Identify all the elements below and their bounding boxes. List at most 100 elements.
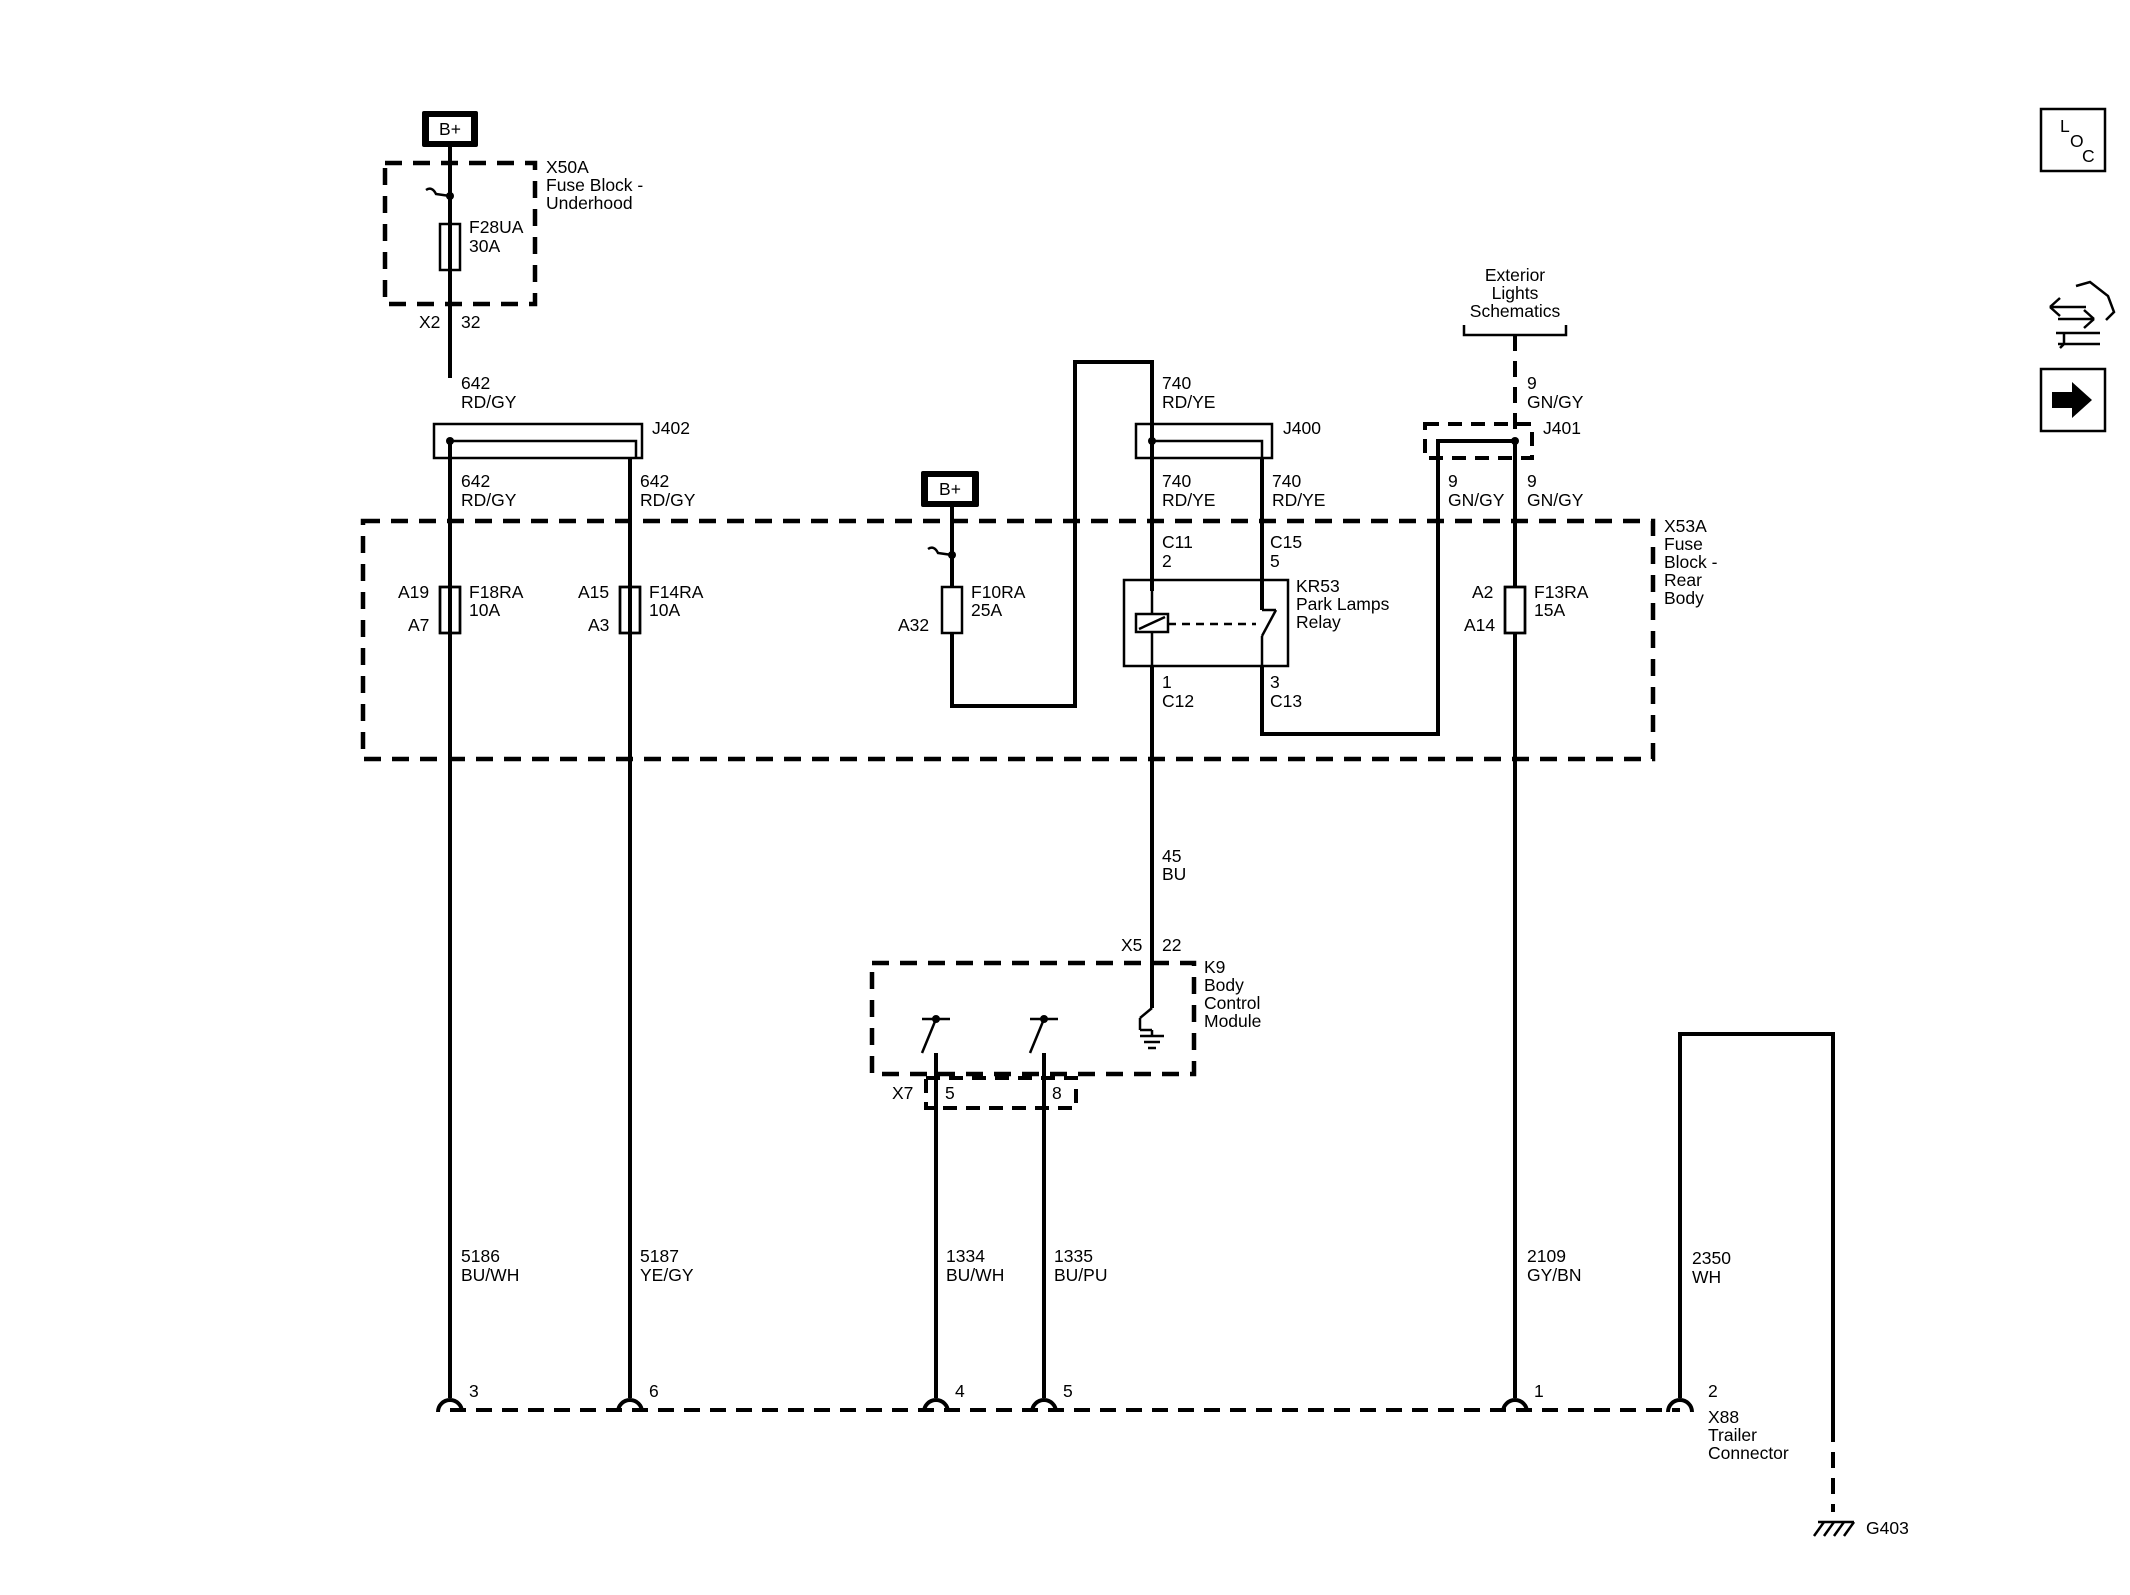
svg-text:C: C [2082, 146, 2095, 166]
svg-text:9: 9 [1527, 373, 1537, 393]
svg-text:22: 22 [1162, 935, 1181, 955]
svg-text:YE/GY: YE/GY [640, 1265, 694, 1285]
svg-text:Block -: Block - [1664, 552, 1718, 572]
svg-text:A7: A7 [408, 615, 429, 635]
fuse-f13ra-body [1503, 585, 1527, 635]
svg-text:C12: C12 [1162, 691, 1194, 711]
wire-2350 [1678, 1032, 1835, 1426]
splice-j400: 740 RD/YE J400 740 RD/YE 740 RD/YE [1134, 373, 1325, 510]
svg-text:10A: 10A [469, 600, 500, 620]
svg-text:2109: 2109 [1527, 1246, 1566, 1266]
svg-text:K9: K9 [1204, 957, 1225, 977]
connector-tool-icon [2049, 280, 2116, 349]
svg-text:RD/YE: RD/YE [1272, 490, 1325, 510]
splice-j401: J401 9 GN/GY 9 GN/GY [1423, 418, 1584, 510]
svg-text:1: 1 [1534, 1381, 1544, 1401]
svg-text:RD/YE: RD/YE [1162, 490, 1215, 510]
svg-text:WH: WH [1692, 1267, 1721, 1287]
svg-text:5: 5 [1063, 1381, 1073, 1401]
loc-button[interactable]: L O C [2039, 107, 2107, 173]
battery-terminal-top: B+ [422, 111, 478, 147]
exterior-lights-reference: Exterior Lights Schematics 9 GN/GY [1462, 265, 1584, 441]
svg-text:2350: 2350 [1692, 1248, 1731, 1268]
battery-terminal-rear: B+ [921, 471, 979, 586]
svg-text:RD/GY: RD/GY [461, 392, 517, 412]
svg-text:C15: C15 [1270, 532, 1302, 552]
svg-text:A19: A19 [398, 582, 429, 602]
fuse-f14ra-body [618, 585, 642, 635]
svg-text:Underhood: Underhood [546, 193, 633, 213]
svg-text:10A: 10A [649, 600, 680, 620]
connector-info-button[interactable] [2049, 280, 2116, 349]
svg-text:Body: Body [1664, 588, 1704, 608]
svg-text:1334: 1334 [946, 1246, 985, 1266]
svg-text:9: 9 [1527, 471, 1537, 491]
underhood-fuse-block: F28UA 30A X50A Fuse Block - Underhood X2… [382, 147, 643, 378]
body-control-module: X5 22 K9 Body Control Module X7 5 8 [869, 935, 1261, 1110]
svg-text:5: 5 [945, 1083, 955, 1103]
svg-text:GN/GY: GN/GY [1527, 392, 1584, 412]
svg-text:Body: Body [1204, 975, 1244, 995]
splice-j402: 642 RD/GY J402 642 RD/GY 642 RD/GY [432, 373, 696, 510]
wire-f10ra-to-j400 [950, 360, 1154, 708]
svg-text:642: 642 [461, 373, 490, 393]
svg-text:RD/GY: RD/GY [640, 490, 696, 510]
svg-text:F13RA: F13RA [1534, 582, 1589, 602]
svg-text:X53A: X53A [1664, 516, 1707, 536]
park-lamps-relay: C11 2 C15 5 KR53 Park Lamps Relay 1 C12 … [1122, 441, 1390, 711]
svg-text:KR53: KR53 [1296, 576, 1340, 596]
svg-text:BU: BU [1162, 864, 1186, 884]
svg-text:X7: X7 [892, 1083, 913, 1103]
svg-text:5186: 5186 [461, 1246, 500, 1266]
svg-text:3: 3 [1270, 672, 1280, 692]
svg-text:5187: 5187 [640, 1246, 679, 1266]
svg-text:Control: Control [1204, 993, 1260, 1013]
svg-text:X88: X88 [1708, 1407, 1739, 1427]
svg-text:BU/WH: BU/WH [461, 1265, 519, 1285]
ground-g403: G403 [1812, 1518, 1909, 1538]
svg-text:A15: A15 [578, 582, 609, 602]
svg-text:Fuse: Fuse [1664, 534, 1703, 554]
svg-text:642: 642 [640, 471, 669, 491]
svg-text:B+: B+ [939, 479, 961, 499]
svg-text:30A: 30A [469, 236, 500, 256]
svg-text:J401: J401 [1543, 418, 1581, 438]
svg-text:Connector: Connector [1708, 1443, 1789, 1463]
svg-text:Relay: Relay [1296, 612, 1341, 632]
svg-text:A2: A2 [1472, 582, 1493, 602]
wire-45-label: 45 BU [1162, 846, 1186, 884]
svg-text:A14: A14 [1464, 615, 1495, 635]
svg-text:45: 45 [1162, 846, 1181, 866]
svg-text:Schematics: Schematics [1470, 301, 1561, 321]
svg-text:4: 4 [955, 1381, 965, 1401]
svg-text:9: 9 [1448, 471, 1458, 491]
svg-text:X5: X5 [1121, 935, 1142, 955]
svg-text:740: 740 [1162, 373, 1191, 393]
svg-text:C13: C13 [1270, 691, 1302, 711]
next-page-button[interactable] [2039, 367, 2107, 433]
svg-text:2: 2 [1162, 551, 1172, 571]
svg-text:BU/PU: BU/PU [1054, 1265, 1107, 1285]
svg-text:1: 1 [1162, 672, 1172, 692]
svg-text:O: O [2070, 131, 2084, 151]
svg-text:3: 3 [469, 1381, 479, 1401]
svg-text:J402: J402 [652, 418, 690, 438]
fuse-f18ra: A19 A7 F18RA 10A [398, 582, 524, 635]
svg-text:F14RA: F14RA [649, 582, 704, 602]
svg-text:J400: J400 [1283, 418, 1321, 438]
svg-text:GN/GY: GN/GY [1448, 490, 1505, 510]
fuse-f18ra-body [438, 585, 462, 635]
svg-text:642: 642 [461, 471, 490, 491]
svg-text:C11: C11 [1162, 532, 1193, 552]
svg-text:RD/YE: RD/YE [1162, 392, 1215, 412]
svg-text:15A: 15A [1534, 600, 1565, 620]
svg-text:740: 740 [1162, 471, 1191, 491]
svg-text:Park Lamps: Park Lamps [1296, 594, 1390, 614]
svg-text:Lights: Lights [1492, 283, 1539, 303]
svg-text:F28UA: F28UA [469, 217, 524, 237]
svg-text:X50A: X50A [546, 157, 589, 177]
svg-text:X2: X2 [419, 312, 440, 332]
svg-text:1335: 1335 [1054, 1246, 1093, 1266]
svg-text:Module: Module [1204, 1011, 1261, 1031]
